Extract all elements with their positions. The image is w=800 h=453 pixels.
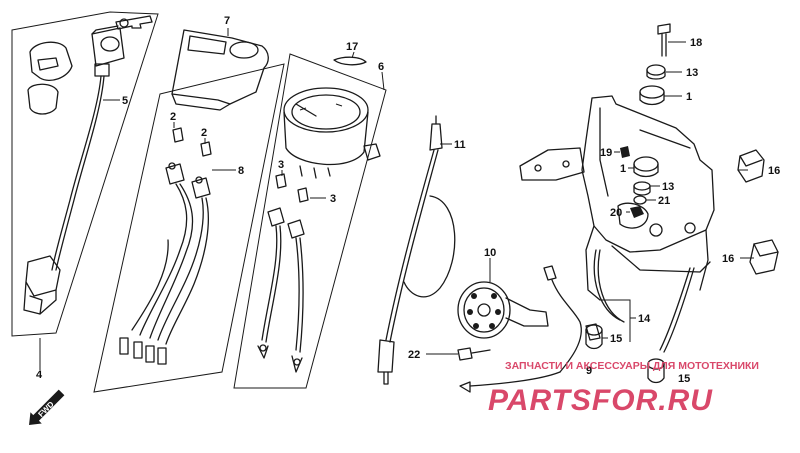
callout-3-a: 3 xyxy=(278,159,284,171)
watermark-brand: PARTSFOR.RU xyxy=(488,384,713,417)
callout-11: 11 xyxy=(454,139,466,151)
callout-17: 17 xyxy=(346,41,358,53)
washer-21 xyxy=(633,195,647,205)
meter-cover xyxy=(171,29,269,111)
stays-14 xyxy=(593,249,695,353)
grommet-1-lower xyxy=(633,156,659,178)
callout-4: 4 xyxy=(36,369,43,381)
speedometer xyxy=(283,87,381,179)
horn xyxy=(457,281,549,339)
speedometer-cable xyxy=(377,115,456,385)
harness-right xyxy=(257,207,305,373)
callout-16-b: 16 xyxy=(722,253,734,265)
callout-1-a: 1 xyxy=(686,91,692,103)
bulb-sockets-left xyxy=(172,127,212,157)
callout-16-a: 16 xyxy=(768,165,780,177)
bolt-19 xyxy=(620,146,630,158)
group-frame-8 xyxy=(93,63,285,393)
harness-left xyxy=(119,162,211,365)
callout-22: 22 xyxy=(408,349,420,361)
callout-15-a: 15 xyxy=(610,333,622,345)
callout-15-b: 15 xyxy=(678,373,690,385)
collar-15-a xyxy=(585,324,603,350)
ignition-switch xyxy=(23,15,153,315)
horn-harness xyxy=(459,265,601,393)
key-cover-caps xyxy=(27,41,73,115)
leader-lines xyxy=(103,28,754,355)
callout-20: 20 xyxy=(610,207,622,219)
callout-13-b: 13 xyxy=(662,181,674,193)
nut-20 xyxy=(630,206,644,218)
bolt-18 xyxy=(657,23,671,57)
collar-13-lower xyxy=(633,181,651,196)
callout-8: 8 xyxy=(238,165,244,177)
callout-3-b: 3 xyxy=(330,193,336,205)
bulb-sockets-right xyxy=(275,173,309,203)
callout-6: 6 xyxy=(378,61,384,73)
meter-bracket xyxy=(519,95,715,301)
collar-15-b xyxy=(647,358,665,384)
callout-2-a: 2 xyxy=(170,111,176,123)
callout-10: 10 xyxy=(484,247,496,259)
lens-seal xyxy=(333,56,367,66)
callout-19: 19 xyxy=(600,147,612,159)
callout-18: 18 xyxy=(690,37,702,49)
callout-14: 14 xyxy=(638,313,651,325)
bolt-22 xyxy=(457,347,491,361)
grommet-1-upper xyxy=(639,85,665,106)
collar-13-upper xyxy=(646,64,666,80)
callout-21: 21 xyxy=(658,195,670,207)
callout-7: 7 xyxy=(224,15,230,27)
callout-2-b: 2 xyxy=(201,127,207,139)
watermark-top-text: ЗАПЧАСТИ И АКСЕССУАРЫ ДЛЯ МОТОТЕХНИКИ xyxy=(505,360,759,372)
cap-16-lower xyxy=(749,239,779,275)
group-frame-6 xyxy=(233,53,387,389)
callout-13-a: 13 xyxy=(686,67,698,79)
fwd-arrow: FWD xyxy=(29,389,65,425)
callout-9: 9 xyxy=(586,365,592,377)
callout-1-b: 1 xyxy=(620,163,626,175)
callouts: 4 5 7 2 2 8 17 6 3 3 11 10 22 9 18 13 1 … xyxy=(36,15,780,385)
callout-5: 5 xyxy=(122,95,128,107)
cap-16-upper xyxy=(737,149,765,183)
group-frame-4 xyxy=(11,11,159,370)
watermark: ЗАПЧАСТИ И АКСЕССУАРЫ ДЛЯ МОТОТЕХНИКИ PA… xyxy=(488,360,759,417)
